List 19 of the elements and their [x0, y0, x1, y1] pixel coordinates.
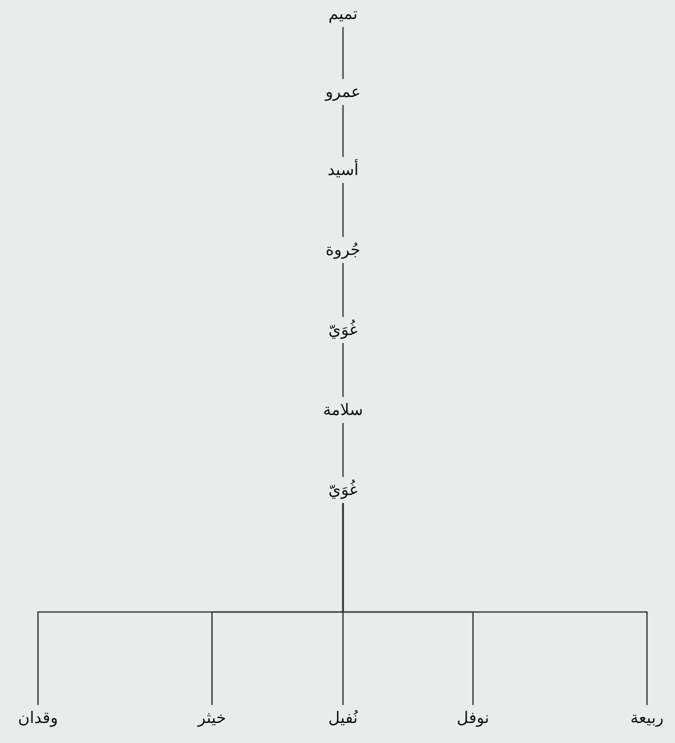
name-label: ربيعة	[628, 707, 666, 729]
name-label: سلامة	[320, 399, 366, 421]
connector-line	[342, 105, 344, 157]
name-label: نوفل	[454, 707, 492, 729]
name-label: غُوَيّ	[326, 479, 360, 501]
name-label: وقدان	[16, 707, 60, 729]
name-label: نُفيل	[326, 707, 360, 729]
connector-line	[342, 423, 344, 477]
connector-line	[342, 27, 344, 79]
name-label: جُروة	[324, 239, 362, 261]
connector-line	[342, 263, 344, 317]
connector-line	[342, 503, 648, 705]
name-label: خيثر	[196, 707, 228, 729]
connector-line	[342, 183, 344, 237]
name-label: تميم	[326, 3, 360, 25]
name-label: أسيد	[325, 159, 361, 181]
name-label: عمرو	[323, 81, 363, 103]
connector-line	[342, 343, 344, 397]
name-label: غُوَيّ	[326, 319, 360, 341]
